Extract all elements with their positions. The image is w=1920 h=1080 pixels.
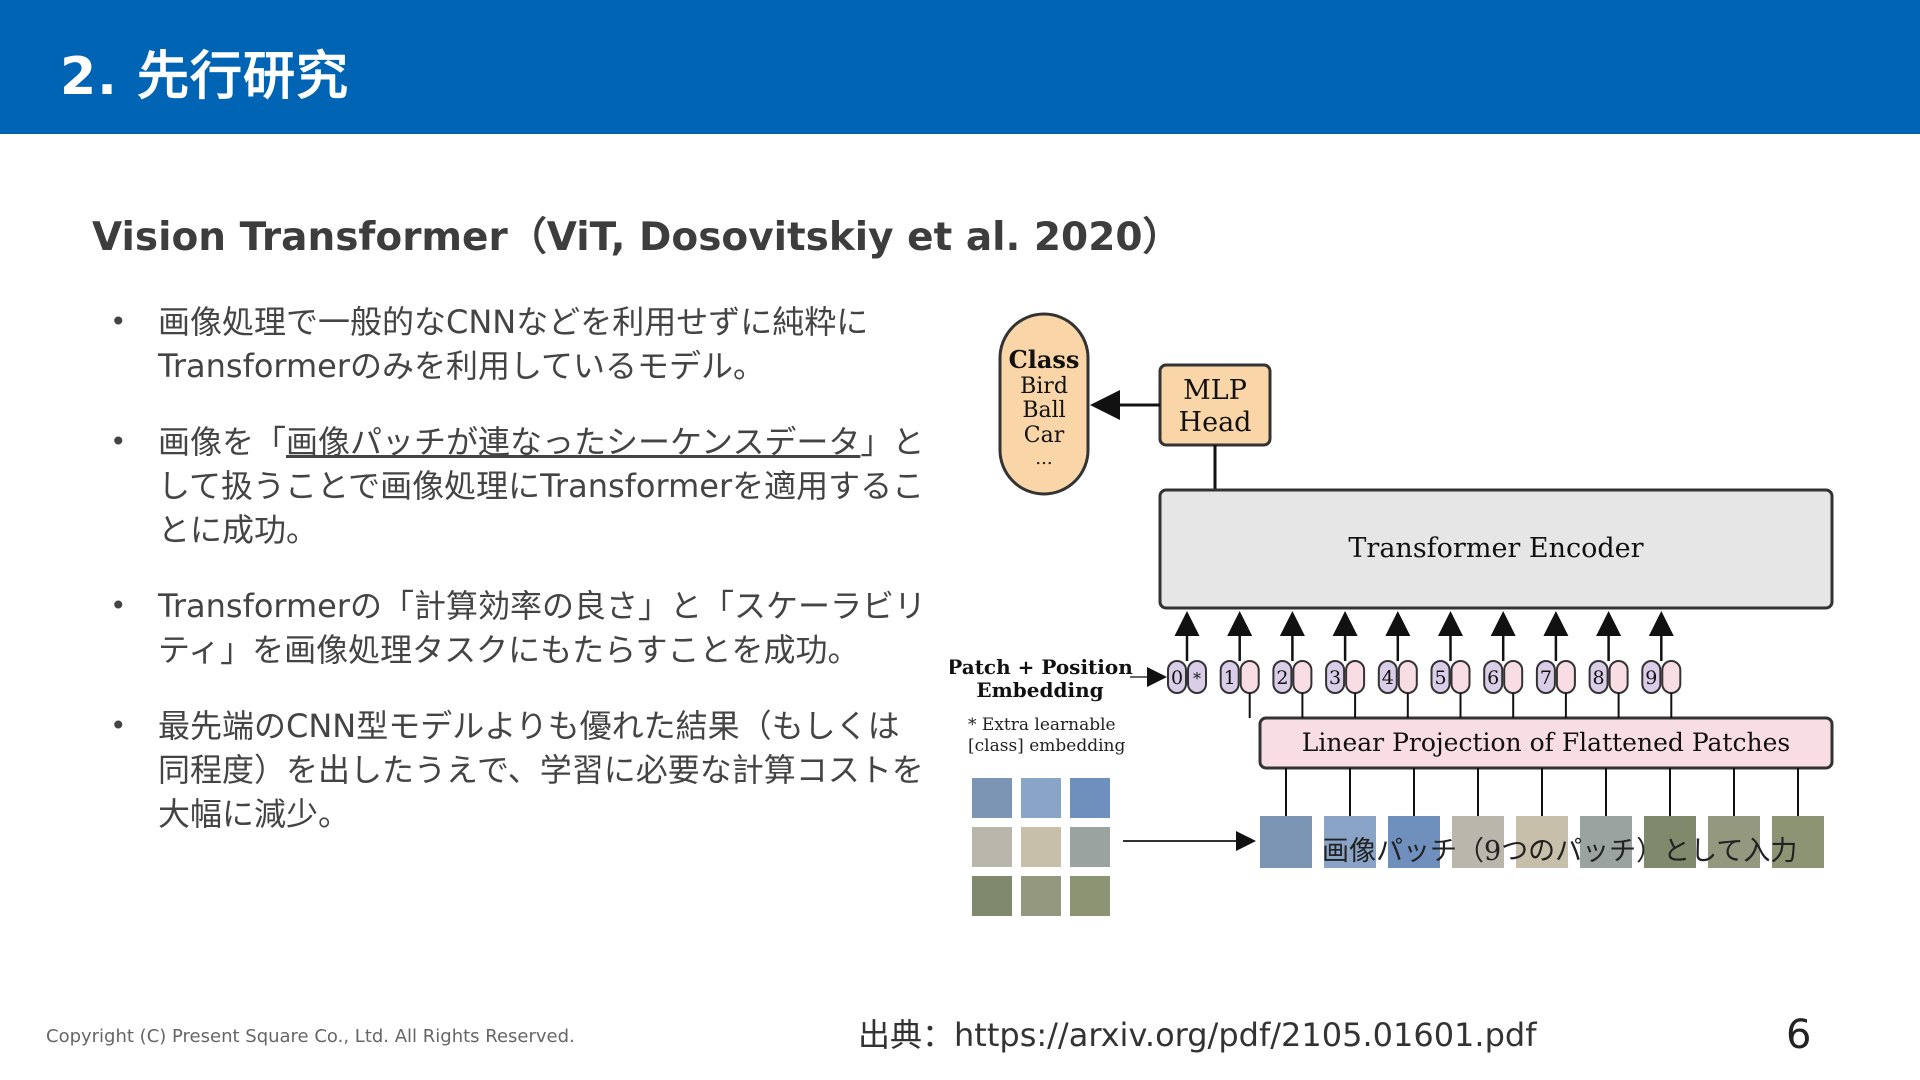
patch-position-label-line2: Embedding [976,678,1103,702]
sequence-patch [1324,816,1376,868]
position-index-label: 1 [1224,667,1236,689]
position-index-label: 3 [1329,667,1341,689]
patch-embedding-token [1292,660,1313,694]
class-item: ... [1035,448,1052,469]
patch-embedding-token [1661,660,1682,694]
image-patch [972,778,1012,818]
linear-projection-box [1258,716,1834,770]
patch-sequence [1260,816,1824,868]
position-embedding-token [1377,660,1398,694]
sequence-patch [1772,816,1824,868]
sequence-patch [1260,816,1312,868]
position-index-label: 0 [1171,667,1183,689]
image-patch [1021,876,1061,916]
extra-learnable-note-line1: * Extra learnable [968,715,1116,735]
position-embedding-token [1535,660,1556,694]
class-item: Ball [1022,398,1065,423]
image-patch [972,827,1012,867]
patch-embedding-token [1397,660,1418,694]
extra-learnable-note-line2: [class] embedding [968,736,1125,756]
position-index-label: 7 [1540,667,1552,689]
position-embedding-token [1272,660,1293,694]
bullet-text: 画像処理で一般的なCNNなどを利用せずに純粋にTransformerのみを利用し… [158,303,869,385]
transformer-encoder-box [1158,488,1834,610]
patch-embedding-token [1555,660,1576,694]
bullet-text: 最先端のCNN型モデルよりも優れた結果（もしくは同程度）を出したうえで、学習に必… [158,707,924,833]
position-embedding-token [1588,660,1609,694]
bullet-item: • 最先端のCNN型モデルよりも優れた結果（もしくは同程度）を出したうえで、学習… [110,704,930,836]
section-subtitle: Vision Transformer（ViT, Dosovitskiy et a… [92,215,1182,260]
patch-position-label-line1: Patch + Position [950,655,1133,679]
copyright-notice: Copyright (C) Present Square Co., Ltd. A… [46,1026,575,1047]
bullet-item: • 画像を「画像パッチが連なったシーケンスデータ」として扱うことで画像処理にTr… [110,420,930,552]
bullet-text: Transformerの「計算効率の良さ」と「スケーラビリティ」を画像処理タスク… [158,587,927,669]
bullet-marker: • [110,709,127,742]
slide-title: 2. 先行研究 [60,47,350,107]
class-token-embedding [1187,660,1207,694]
bullet-item: • 画像処理で一般的なCNNなどを利用せずに純粋にTransformerのみを利… [110,300,930,388]
mlp-head-line1: MLP [1183,375,1247,406]
mlp-head-line2: Head [1179,407,1252,438]
bullet-marker: • [110,305,127,338]
header-bar: 2. 先行研究 [0,0,1920,134]
position-index-label: 2 [1276,667,1288,689]
position-embedding-token [1430,660,1451,694]
class-output-box [998,312,1090,496]
position-embedding-token [1325,660,1346,694]
bullet-marker: • [110,589,127,622]
transformer-encoder-label: Transformer Encoder [1348,533,1643,564]
position-embedding-token [1219,660,1240,694]
position-index-label: 6 [1487,667,1499,689]
position-index-label: 9 [1645,667,1657,689]
position-embedding-token [1641,660,1662,694]
sequence-patch [1516,816,1568,868]
position-index-label: 4 [1382,667,1394,689]
image-patch [1070,827,1110,867]
sequence-patch [1580,816,1632,868]
page-number: 6 [1786,1012,1812,1058]
bullet-list: • 画像処理で一般的なCNNなどを利用せずに純粋にTransformerのみを利… [110,300,930,868]
image-patch [1021,827,1061,867]
position-index-label: 5 [1434,667,1446,689]
source-image-grid [972,778,1110,916]
patch-caption-overlay: 画像パッチ（9つのパッチ）として入力 [1322,836,1797,867]
bullet-text-after: 」として扱うことで画像処理にTransformerを適用することに成功。 [158,423,925,549]
image-patch [1021,778,1061,818]
linear-projection-label: Linear Projection of Flattened Patches [1302,728,1790,757]
bullet-text-before: 画像を「 [158,423,287,461]
class-token-star: * [1193,669,1201,688]
vit-architecture-diagram: Class Bird Ball Car ... MLP Head Transfo… [950,312,1834,916]
bullet-item: • Transformerの「計算効率の良さ」と「スケーラビリティ」を画像処理タ… [110,584,930,672]
position-token-row: 0 * 1 2 3 4 5 6 7 8 9 [1167,611,1682,694]
position-index-label: 8 [1593,667,1605,689]
sequence-patch [1452,816,1504,868]
sequence-patch [1708,816,1760,868]
image-patch [1070,876,1110,916]
image-patch [1070,778,1110,818]
patch-embedding-token [1608,660,1629,694]
bullet-marker: • [110,425,127,458]
position-embedding-token [1167,660,1187,694]
class-item: Bird [1020,374,1068,399]
patch-embedding-token [1503,660,1524,694]
patch-embedding-token [1239,660,1260,694]
patch-embedding-token [1345,660,1366,694]
image-patch [972,876,1012,916]
class-title: Class [1009,345,1080,374]
position-embedding-token [1483,660,1504,694]
projection-connectors [1248,693,1799,816]
source-citation: 出典：https://arxiv.org/pdf/2105.01601.pdf [858,1016,1537,1054]
sequence-patch [1644,816,1696,868]
class-item: Car [1024,423,1065,448]
bullet-underlined-phrase: 画像パッチが連なったシーケンスデータ [286,423,861,461]
sequence-patch [1388,816,1440,868]
patch-embedding-token [1450,660,1471,694]
